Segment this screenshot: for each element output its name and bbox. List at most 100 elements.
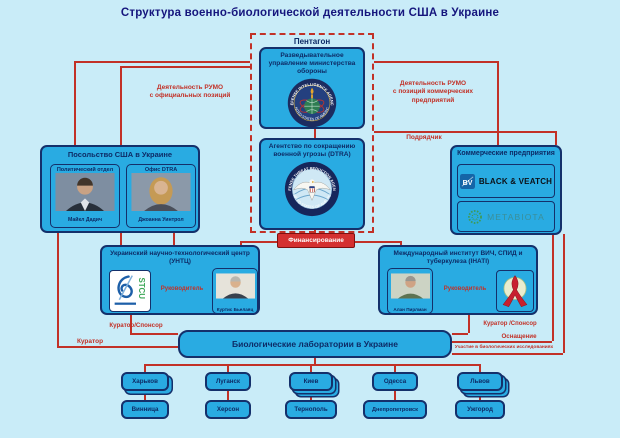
- lab-city-dnepropetrovsk: Днепропетровск: [363, 400, 427, 419]
- connector-line: [452, 333, 468, 335]
- connector-line: [479, 390, 481, 400]
- dtra-title: Агентство по сокращению военной угрозы (…: [268, 143, 356, 158]
- ihati-head-card: Алан Пирлман: [387, 268, 433, 314]
- ihati-role-label: Руководитель: [443, 286, 487, 292]
- connector-line: [144, 390, 146, 400]
- connector-line: [74, 61, 76, 145]
- connector-line: [144, 364, 146, 372]
- dtra-office-chief-name: Джоанна Уинтрол: [138, 217, 184, 224]
- connector-line: [314, 357, 316, 364]
- photo-political-officer: [55, 173, 115, 212]
- ihati-title: Международный институт ВИЧ, СПИД и тубер…: [393, 250, 523, 265]
- commercial-box: Коммерческие предприятия BV BLACK & VEAT…: [450, 145, 562, 235]
- ihati-box: Международный институт ВИЧ, СПИД и тубер…: [378, 245, 538, 315]
- connector-line: [227, 390, 229, 400]
- lab-city-odessa: Одесса: [372, 372, 418, 391]
- ihati-head-name: Алан Пирлман: [393, 307, 427, 312]
- connector-line: [57, 231, 59, 346]
- biolabs-box: Биологические лаборатории в Украине: [178, 330, 452, 358]
- label-contractor: Подрядчик: [406, 134, 442, 141]
- photo-stcu-head: [215, 273, 255, 299]
- pentagon-dashed-group: [250, 33, 374, 233]
- photo-dtra-office-chief: [131, 173, 191, 212]
- stcu-logo-icon: STCU: [114, 275, 146, 305]
- connector-line: [394, 364, 396, 372]
- dtra-seal-icon: DEFENSE THREAT REDUCTION AGENCY UNITED S…: [284, 161, 340, 216]
- stcu-title: Украинский научно-технологический центр …: [110, 250, 250, 265]
- black-and-veatch-wordmark: BLACK & VEATCH: [478, 176, 553, 186]
- label-equipment: Оснащение: [501, 333, 537, 340]
- page-title: Структура военно-биологической деятельно…: [120, 7, 500, 19]
- stcu-box: Украинский научно-технологический центр …: [100, 245, 260, 315]
- connector-line: [130, 333, 178, 335]
- lab-city-kharkov: Харьков: [121, 372, 169, 391]
- black-and-veatch-panel: BV BLACK & VEATCH: [457, 164, 555, 198]
- connector-line: [130, 314, 132, 333]
- connector-line: [120, 66, 122, 145]
- dia-title: Разведывательное управление министерства…: [268, 52, 356, 75]
- connector-line: [555, 131, 557, 145]
- dtra-office-label: Офис DTRA: [144, 167, 178, 173]
- label-curator-sponsor-left: Куратор/Спонсор: [109, 322, 163, 329]
- lab-city-lvov: Львов: [457, 372, 503, 391]
- connector-line: [374, 61, 497, 63]
- stcu-head-card: Куртис Бьелаяц: [212, 268, 258, 314]
- label-curator-sponsor-right: Куратор /Спонсор: [483, 321, 537, 327]
- stcu-logo-text: STCU: [137, 278, 146, 300]
- political-dept-label: Политический отдел: [56, 167, 114, 173]
- political-officer-name: Майкл Дадич: [68, 217, 102, 224]
- lab-city-uzhgorod: Ужгород: [455, 400, 505, 419]
- connector-line: [497, 61, 499, 145]
- connector-line: [120, 231, 122, 245]
- label-rumo-commercial: Деятельность РУМО с позиций коммерческих…: [392, 80, 474, 104]
- metabiota-panel: METABIOTA: [457, 201, 555, 232]
- aids-ribbon-icon: [502, 275, 528, 308]
- lab-city-lugansk: Луганск: [205, 372, 251, 391]
- black-and-veatch-logo-icon: BV: [459, 173, 475, 189]
- ihati-logo-panel: [496, 270, 534, 312]
- dtra-box: Агентство по сокращению военной угрозы (…: [259, 138, 365, 230]
- connector-line: [227, 364, 229, 372]
- stcu-logo-panel: STCU: [109, 270, 151, 312]
- commercial-title: Коммерческие предприятия: [457, 150, 555, 157]
- label-bio-research-participation: Участие в биологических исследованиях: [454, 345, 554, 350]
- label-rumo-official: Деятельность РУМО с официальных позиций: [149, 84, 231, 100]
- connector-line: [57, 346, 178, 348]
- dia-seal-icon: DEFENSE INTELLIGENCE AGENCY UNITED STATE…: [287, 78, 337, 127]
- connector-line: [310, 364, 312, 372]
- stcu-role-label: Руководитель: [160, 286, 204, 292]
- connector-line: [173, 231, 175, 245]
- lab-city-kiev: Киев: [289, 372, 333, 391]
- embassy-box: Посольство США в Украине Политический от…: [40, 145, 200, 233]
- lab-city-ternopol: Тернополь: [285, 400, 337, 419]
- financing-badge: Финансирование: [277, 233, 355, 248]
- label-curator: Куратор: [76, 338, 104, 345]
- pentagon-label: Пентагон: [293, 36, 331, 46]
- connector-line: [479, 364, 481, 372]
- embassy-title: Посольство США в Украине: [67, 150, 173, 159]
- connector-line: [240, 241, 242, 247]
- stcu-head-name: Куртис Бьелаяц: [216, 307, 254, 312]
- metabiota-wordmark: METABIOTA: [487, 211, 545, 222]
- connector-line: [314, 129, 316, 139]
- connector-line: [400, 241, 402, 247]
- photo-ihati-head: [390, 273, 430, 299]
- lab-city-vinnitsa: Винница: [121, 400, 169, 419]
- connector-line: [452, 341, 552, 343]
- connector-line: [145, 364, 480, 366]
- connector-line: [394, 390, 396, 400]
- dia-box: Разведывательное управление министерства…: [259, 47, 365, 129]
- connector-line: [120, 66, 250, 68]
- embassy-dtra-office-card: Офис DTRA Джоанна Уинтрол: [126, 164, 196, 228]
- connector-line: [374, 131, 555, 133]
- connector-line: [74, 61, 250, 63]
- lab-city-kherson: Херсон: [205, 400, 251, 419]
- connector-line: [452, 353, 563, 355]
- connector-line: [552, 234, 554, 341]
- connector-line: [468, 314, 470, 333]
- connector-line: [563, 234, 565, 353]
- connector-line: [310, 390, 312, 400]
- metabiota-logo-icon: [468, 209, 483, 224]
- bv-monogram: BV: [462, 179, 472, 186]
